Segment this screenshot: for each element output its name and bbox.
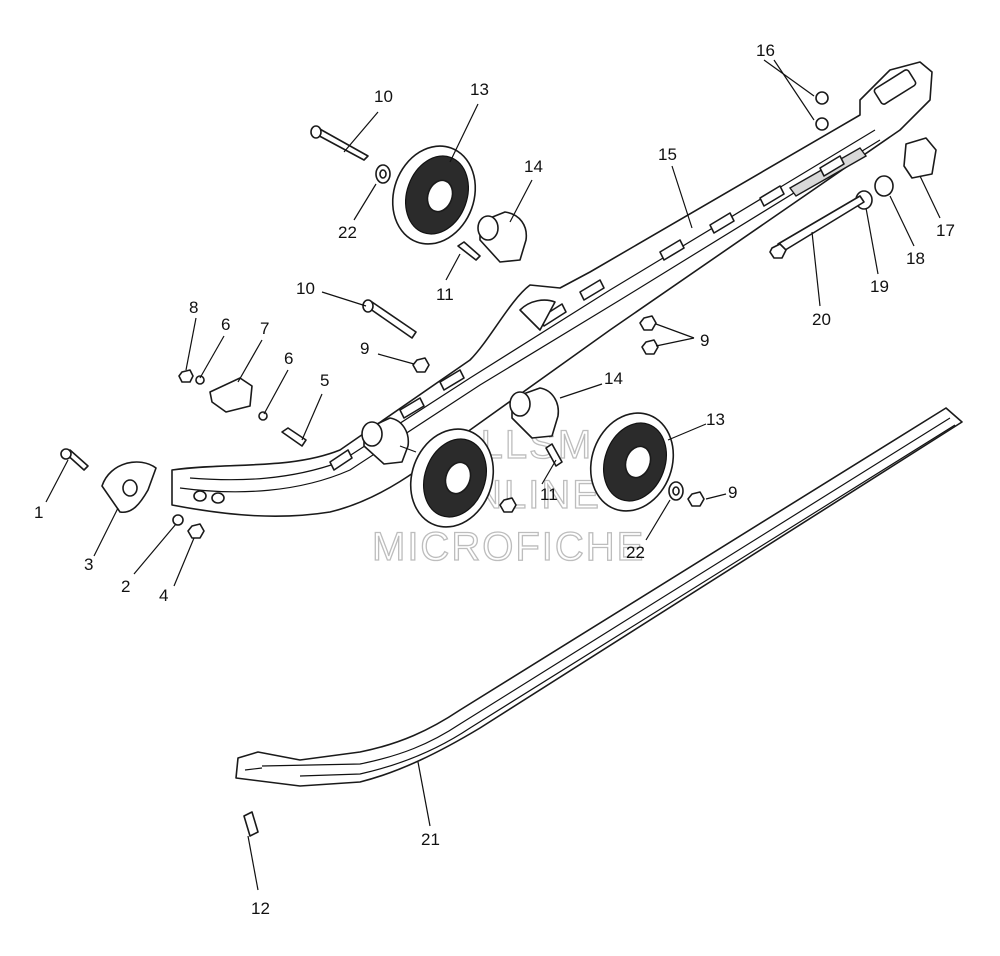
callout-11a: 11 (436, 285, 454, 304)
washer-6-a (195, 375, 205, 385)
callout-21: 21 (421, 830, 440, 849)
bumper-3 (101, 461, 157, 514)
callout-8: 8 (189, 298, 198, 317)
callout-22b: 22 (626, 543, 645, 562)
callout-9b: 9 (700, 331, 709, 350)
leader-lines (45, 59, 941, 891)
callout-12: 12 (251, 899, 270, 918)
bolt-12 (243, 811, 259, 837)
callout-labels: 1 2 3 4 5 6 6 7 8 9 9 9 10 10 11 11 12 1… (34, 41, 955, 918)
watermark-line-3: MICROFICHE (372, 525, 645, 569)
stopper-17 (903, 137, 937, 179)
callout-10b: 10 (296, 279, 315, 298)
callout-2: 2 (121, 577, 130, 596)
callout-1: 1 (34, 503, 43, 522)
callout-14a: 14 (524, 157, 543, 176)
idler-wheel-lower-right (589, 412, 675, 512)
bracket-7 (209, 377, 253, 413)
idler-wheel-lower-left (409, 428, 495, 528)
wheel-axle-housing-upper (477, 211, 528, 263)
bushing-18 (874, 175, 894, 197)
callout-10a: 10 (374, 87, 393, 106)
callout-9a: 9 (360, 339, 369, 358)
callout-5: 5 (320, 371, 329, 390)
bolt-1 (60, 448, 89, 471)
callout-18: 18 (906, 249, 925, 268)
bolt-10-upper (310, 125, 369, 161)
bolt-5 (281, 427, 307, 447)
callout-22a: 22 (338, 223, 357, 242)
bolt-11-lower (545, 443, 563, 467)
wheel-axle-housing-lower (361, 387, 560, 465)
callout-4: 4 (159, 586, 168, 605)
callout-16: 16 (756, 41, 775, 60)
callout-13a: 13 (470, 80, 489, 99)
callout-17: 17 (936, 221, 955, 240)
washer-2 (172, 514, 184, 526)
callout-3: 3 (84, 555, 93, 574)
callout-19: 19 (870, 277, 889, 296)
nut-9-group (412, 315, 705, 513)
rail-frame (171, 61, 933, 517)
callout-13b: 13 (706, 410, 725, 429)
callout-6b: 6 (284, 349, 293, 368)
bolt-16-pair (815, 91, 829, 131)
washer-22-lower (668, 481, 684, 501)
bolt-11-upper (457, 241, 481, 261)
nut-8 (178, 369, 194, 383)
idler-wheel-upper (391, 145, 477, 245)
callout-6a: 6 (221, 315, 230, 334)
runner-slide (235, 407, 963, 787)
callout-11b: 11 (540, 485, 558, 504)
callout-7: 7 (260, 319, 269, 338)
watermark: ALLSM ONLINE MICROFICHE (371, 422, 645, 569)
bolt-10-lower (362, 299, 417, 339)
callout-14b: 14 (604, 369, 623, 388)
nut-4 (187, 523, 205, 539)
washer-22-upper (375, 164, 391, 184)
axle-20 (769, 195, 865, 259)
washer-6-b (258, 411, 268, 421)
callout-9c: 9 (728, 483, 737, 502)
callout-20: 20 (812, 310, 831, 329)
callout-15: 15 (658, 145, 677, 164)
